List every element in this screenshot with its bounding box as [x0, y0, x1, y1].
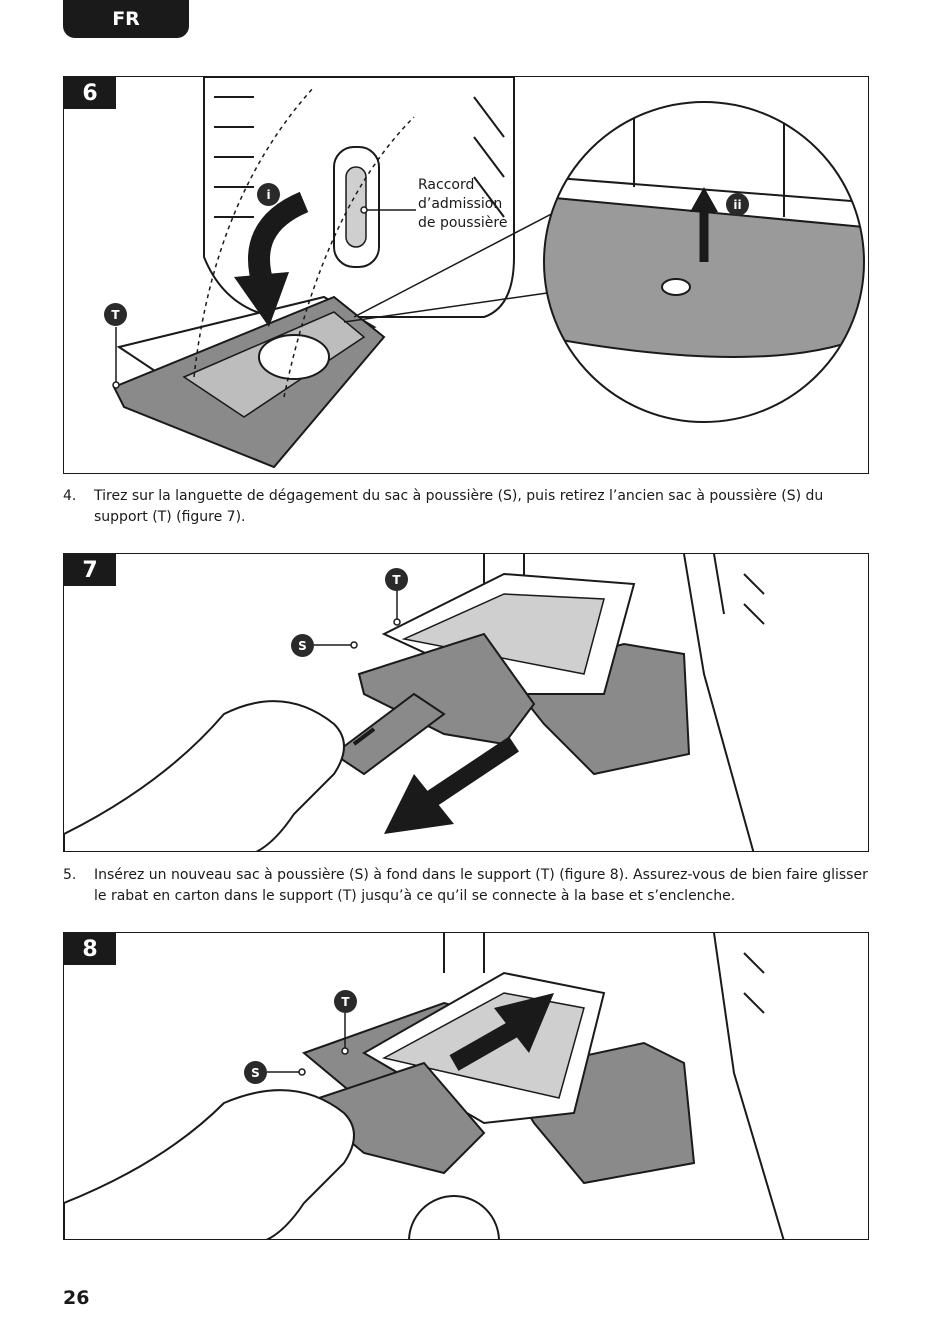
figure-7-illustration	[64, 554, 765, 851]
callout-i: i	[257, 183, 280, 206]
callout-s: S	[291, 634, 314, 657]
dust-inlet-label-line: de poussière	[418, 215, 508, 231]
figure-8-illustration	[64, 933, 785, 1239]
dust-inlet-label-line: Raccord	[418, 177, 475, 193]
figure-8: 8 T S	[63, 932, 869, 1240]
figure-7: 7 T S	[63, 553, 869, 852]
figure-number: 8	[64, 933, 116, 965]
figure-6: 6	[63, 76, 869, 474]
step-number: 4.	[63, 488, 77, 504]
step-text: Insérez un nouveau sac à poussière (S) à…	[94, 867, 868, 904]
step-text: Tirez sur la languette de dégagement du …	[94, 488, 824, 525]
step-number: 5.	[63, 867, 77, 883]
callout-t: T	[385, 568, 408, 591]
figure-6-illustration	[112, 77, 865, 469]
figure-number: 6	[64, 77, 116, 109]
figure-number: 7	[64, 554, 116, 586]
callout-s: S	[244, 1061, 267, 1084]
dust-inlet-label: Raccord d’admission de poussière	[418, 176, 507, 233]
callout-t: T	[334, 990, 357, 1013]
dust-inlet-label-line: d’admission	[418, 196, 503, 212]
callout-t: T	[104, 303, 127, 326]
page-number: 26	[63, 1287, 90, 1309]
language-tab: FR	[63, 0, 189, 38]
callout-ii: ii	[726, 193, 749, 216]
step-5: 5. Insérez un nouveau sac à poussière (S…	[63, 865, 869, 907]
step-4: 4. Tirez sur la languette de dégagement …	[63, 486, 869, 528]
